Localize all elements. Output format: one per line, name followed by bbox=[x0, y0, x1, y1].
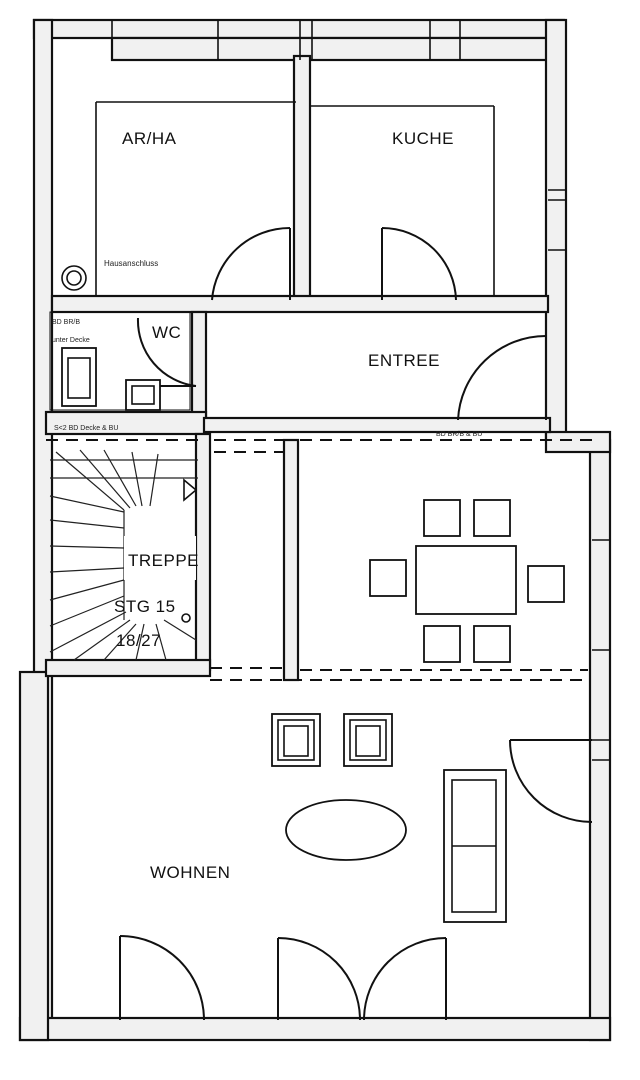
doors bbox=[119, 226, 593, 1021]
stair-ratio-label: 18/27 bbox=[116, 631, 161, 650]
room-label-entree: ENTREE bbox=[368, 351, 440, 370]
windows bbox=[111, 20, 461, 60]
utility-connection bbox=[61, 265, 87, 291]
room-label-wc: WC bbox=[152, 323, 181, 342]
wall-upper-rooms-bottom bbox=[50, 294, 550, 314]
wall-top bbox=[32, 18, 566, 40]
wc-fixtures bbox=[49, 311, 191, 411]
note-wc-2: unter Decke bbox=[52, 337, 90, 344]
wall-dining-left bbox=[282, 438, 300, 682]
note-hausanschluss: Hausanschluss bbox=[104, 259, 158, 268]
dining-chair bbox=[423, 625, 461, 663]
note-sill-right: BD BR/B & BU bbox=[436, 431, 482, 438]
armchair bbox=[343, 713, 393, 767]
note-wc-1: BD BR/B bbox=[52, 319, 80, 326]
door-kueche bbox=[381, 227, 457, 301]
armchair bbox=[271, 713, 321, 767]
stair bbox=[49, 449, 198, 661]
wall-entree-bottom bbox=[202, 416, 552, 434]
room-label-kueche: KUCHE bbox=[392, 129, 454, 148]
sofa bbox=[443, 769, 507, 923]
stair-steps-label: STG 15 bbox=[114, 597, 176, 616]
wall-left-lower bbox=[18, 670, 50, 1042]
wall-stair-bottom bbox=[44, 658, 212, 678]
wall-ar-kuche bbox=[292, 54, 312, 308]
wall-top-inner bbox=[110, 36, 554, 62]
door-entree bbox=[457, 334, 547, 421]
wall-wc-right bbox=[190, 310, 208, 424]
door-arbeit bbox=[211, 226, 291, 301]
dining-set bbox=[369, 499, 565, 663]
room-label-wohnen: WOHNEN bbox=[150, 863, 230, 882]
dining-chair bbox=[423, 499, 461, 537]
coffee-table bbox=[285, 799, 407, 861]
wall-bottom bbox=[18, 1016, 612, 1042]
wall-right-step bbox=[544, 430, 612, 454]
door-wohnen-bottom-left bbox=[119, 935, 205, 1021]
wc-toilet bbox=[125, 379, 161, 411]
stair-landing bbox=[124, 536, 196, 580]
living-furniture bbox=[271, 713, 507, 923]
room-label-treppe: TREPPE bbox=[128, 551, 199, 570]
wall-right-upper bbox=[544, 18, 568, 442]
interior-walls bbox=[44, 54, 610, 761]
door-wohnen-bottom-double bbox=[277, 937, 447, 1021]
dining-table bbox=[415, 545, 517, 615]
outer-walls bbox=[18, 18, 612, 1042]
dining-chair bbox=[473, 499, 511, 537]
dining-chair bbox=[527, 565, 565, 603]
dining-chair bbox=[369, 559, 407, 597]
room-label-arbeit: AR/HA bbox=[122, 129, 177, 148]
door-wohnen-side bbox=[509, 739, 593, 823]
note-sill-left: S<2 BD Decke & BU bbox=[54, 425, 118, 432]
dashed-openings bbox=[46, 439, 592, 681]
dining-chair bbox=[473, 625, 511, 663]
